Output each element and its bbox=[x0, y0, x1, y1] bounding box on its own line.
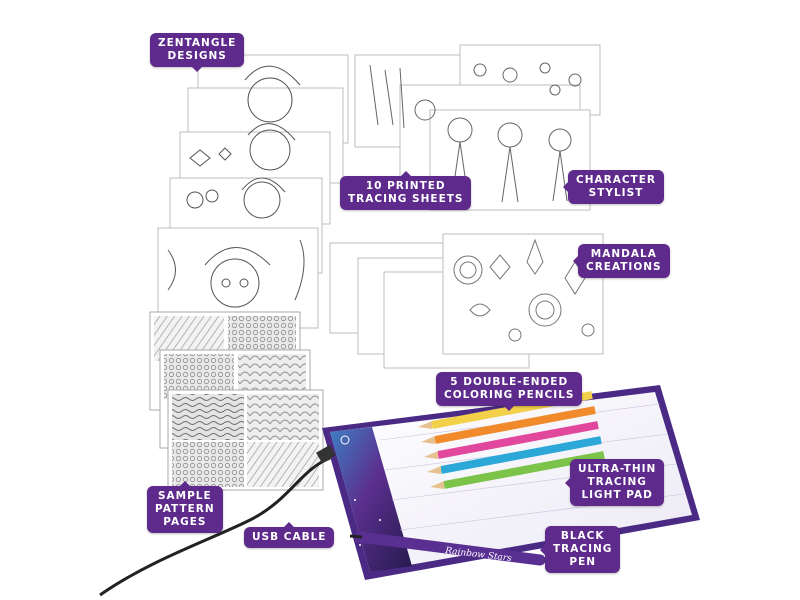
pattern-pages-stack bbox=[149, 311, 324, 491]
usb-cable bbox=[99, 456, 331, 597]
label-mandala-creations: MANDALA CREATIONS bbox=[573, 244, 670, 278]
coloring-sheets-stack bbox=[157, 54, 349, 329]
label-sample-pattern-pages: SAMPLE PATTERN PAGES bbox=[147, 481, 223, 533]
tracing-sheets-stack bbox=[329, 233, 604, 369]
label-black-tracing-pen: BLACK TRACING PEN bbox=[539, 526, 621, 573]
label-character-stylist: CHARACTER STYLIST bbox=[563, 170, 664, 204]
label-tracing-light-pad: ULTRA-THIN TRACING LIGHT PAD bbox=[564, 459, 665, 506]
label-coloring-pencils: 5 DOUBLE-ENDED COLORING PENCILS bbox=[436, 372, 583, 411]
character-sheets-stack bbox=[354, 44, 601, 211]
label-printed-tracing-sheets: 10 PRINTED TRACING SHEETS bbox=[340, 171, 472, 210]
label-usb-cable: USB CABLE bbox=[244, 522, 335, 548]
usb-plug bbox=[316, 444, 336, 464]
label-zentangle-designs: ZENTANGLE DESIGNS bbox=[150, 33, 245, 72]
